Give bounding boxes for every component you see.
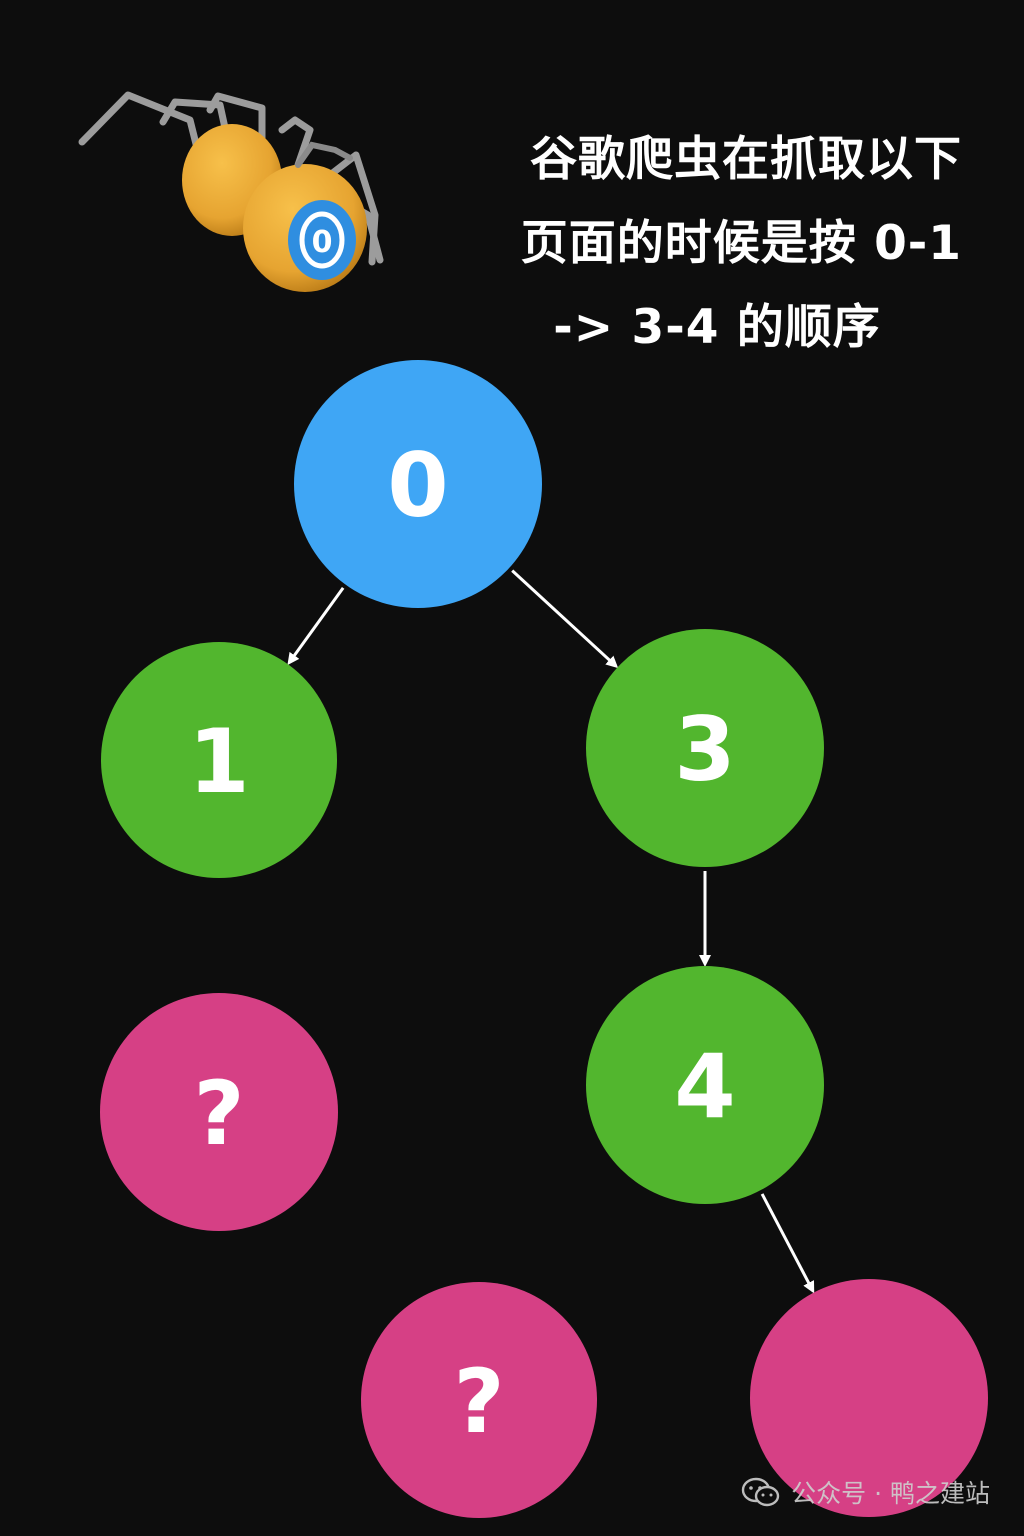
node-4-circle bbox=[586, 966, 824, 1204]
watermark: 公众号 · 鸭之建站 bbox=[741, 1474, 990, 1510]
node-layer: 0 1 3 4?? bbox=[100, 360, 988, 1518]
node-1-label: 1 bbox=[188, 710, 249, 813]
node-q2: ? bbox=[361, 1282, 597, 1518]
watermark-text: 公众号 · 鸭之建站 bbox=[791, 1479, 990, 1508]
node-q1-circle bbox=[100, 993, 338, 1231]
node-4-label: 4 bbox=[674, 1035, 735, 1138]
node-3-label: 3 bbox=[674, 698, 735, 801]
node-q3 bbox=[750, 1279, 988, 1517]
node-0-circle bbox=[294, 360, 542, 608]
edge-0-to-1 bbox=[287, 586, 345, 666]
node-3: 3 bbox=[586, 629, 824, 867]
node-q1: ? bbox=[100, 993, 338, 1231]
node-1-circle bbox=[101, 642, 337, 878]
caption: 谷歌爬虫在抓取以下 页面的时候是按 0-1 -> 3-4 的顺序 bbox=[442, 118, 962, 370]
node-0-label: 0 bbox=[387, 434, 448, 537]
node-q1-label: ? bbox=[193, 1062, 244, 1165]
caption-line-1: 谷歌爬虫在抓取以下 bbox=[530, 132, 962, 187]
node-q2-circle bbox=[361, 1282, 597, 1518]
caption-line-2: 页面的时候是按 0-1 bbox=[520, 216, 962, 271]
wechat-icon bbox=[741, 1477, 780, 1507]
mascot-badge-label: 0 bbox=[312, 225, 333, 260]
spider-robot-icon: 0 bbox=[78, 91, 384, 292]
caption-line-3: -> 3-4 的顺序 bbox=[553, 300, 881, 355]
node-1: 1 bbox=[101, 642, 337, 878]
node-q2-label: ? bbox=[453, 1350, 504, 1453]
node-0: 0 bbox=[294, 360, 542, 608]
node-3-circle bbox=[586, 629, 824, 867]
edge-4-to-q3 bbox=[760, 1193, 815, 1294]
edge-0-to-3 bbox=[511, 569, 619, 669]
edge-layer bbox=[287, 569, 815, 1294]
node-q3-circle bbox=[750, 1279, 988, 1517]
node-4: 4 bbox=[586, 966, 824, 1204]
